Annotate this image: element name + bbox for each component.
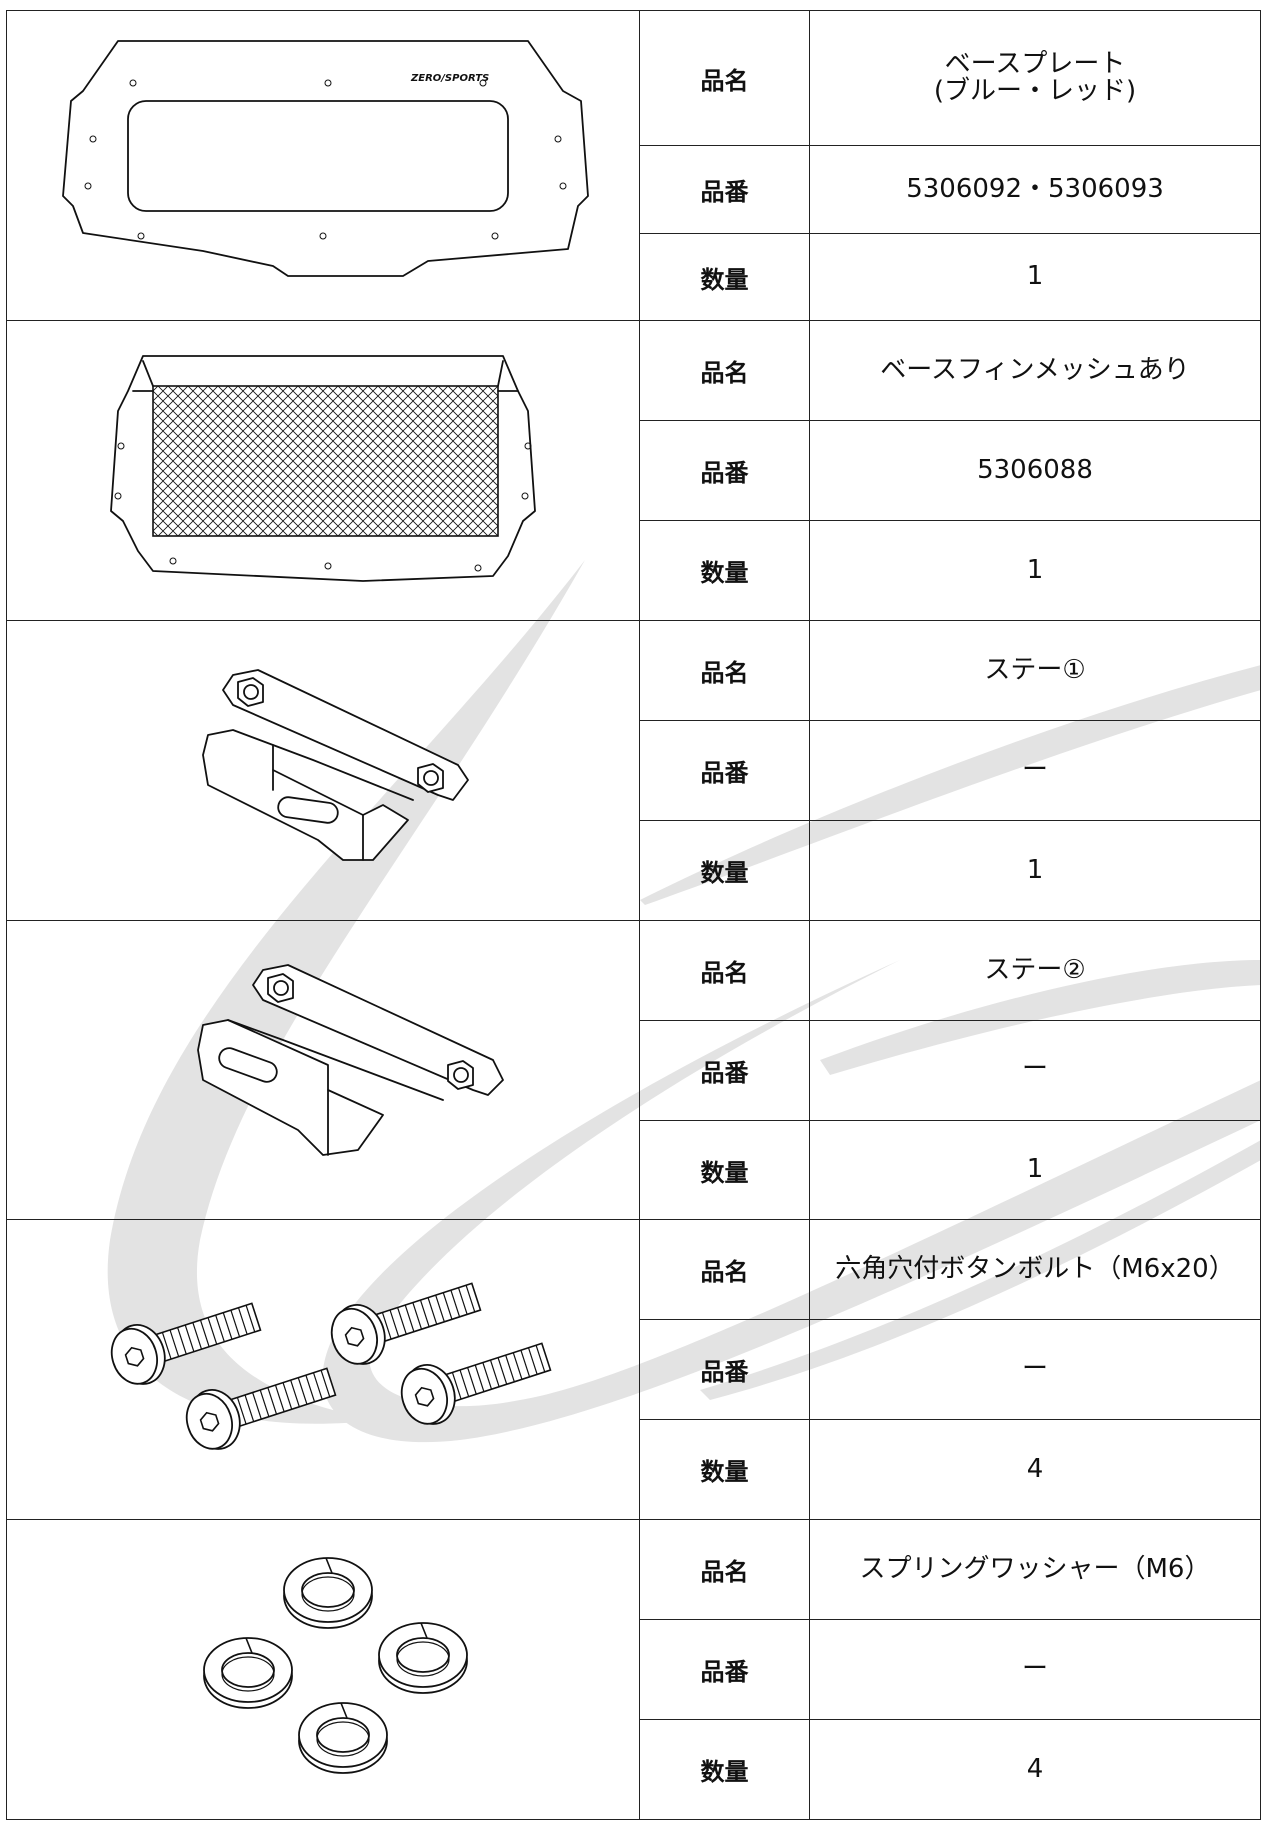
part-image-cell [6, 1519, 640, 1820]
base-fin-mesh-image [110, 354, 536, 582]
label-number: 品番 [639, 1319, 810, 1421]
part-name: 六角穴付ボタンボルト（M6x20） [809, 1219, 1261, 1321]
part-name: ベースプレート (ブルー・レッド) [809, 9, 1261, 147]
part-number: ー [809, 1319, 1261, 1421]
base-plate-image: ZERO/SPORTS [62, 39, 589, 277]
label-name: 品名 [639, 9, 810, 147]
table-row: 品番 ー [7, 1619, 1261, 1720]
part-qty: 1 [809, 819, 1261, 921]
part-qty: 1 [809, 1119, 1261, 1221]
part-image-cell: ZERO/SPORTS [6, 9, 640, 322]
part-qty: 1 [809, 520, 1261, 622]
part-qty: 1 [809, 232, 1261, 322]
table-row: 品番 5306092・5306093 [7, 145, 1261, 234]
label-qty: 数量 [639, 232, 810, 322]
label-number: 品番 [639, 1619, 810, 1720]
part-image-cell [6, 919, 640, 1221]
stay-1-image [202, 669, 469, 862]
table-row: 数量 4 [7, 1718, 1261, 1821]
part-qty: 4 [809, 1718, 1261, 1821]
label-number: 品番 [639, 420, 810, 522]
table-row: ZERO/SPORTS 品名 ベースプレート (ブルー・レッド) [6, 9, 1261, 322]
spring-washers-image [203, 1556, 468, 1774]
table-row: 品名 スプリングワッシャー（M6） [6, 1519, 1261, 1820]
stay-2-image [197, 964, 504, 1157]
table-row: 品名 ベースフィンメッシュあり [6, 320, 1261, 622]
table-row: 品名 ステー① [6, 620, 1261, 921]
label-qty: 数量 [639, 1718, 810, 1821]
table-row: 品名 六角穴付ボタンボルト（M6x20） [6, 1219, 1261, 1521]
parts-table: ZERO/SPORTS 品名 ベースプレート (ブルー・レッド) 品番 5306… [6, 9, 1261, 1821]
brand-logo-text: ZERO/SPORTS [410, 73, 489, 84]
label-name: 品名 [639, 1219, 810, 1321]
label-qty: 数量 [639, 1419, 810, 1521]
label-name: 品名 [639, 620, 810, 721]
part-name: ステー① [809, 620, 1261, 721]
label-number: 品番 [639, 719, 810, 821]
table-row: 品名 ステー② [6, 919, 1261, 1221]
part-number: ー [809, 1019, 1261, 1121]
label-qty: 数量 [639, 1119, 810, 1221]
part-qty: 4 [809, 1419, 1261, 1521]
part-name: ステー② [809, 919, 1261, 1021]
table-row: 数量 1 [7, 232, 1261, 322]
part-name: スプリングワッシャー（M6） [809, 1519, 1261, 1621]
part-number: 5306088 [809, 420, 1261, 522]
table-row: 品番 5306088 [7, 420, 1261, 522]
part-image-cell [6, 1219, 640, 1521]
label-number: 品番 [639, 1019, 810, 1121]
label-number: 品番 [639, 145, 810, 234]
part-number: 5306092・5306093 [809, 145, 1261, 234]
part-name: ベースフィンメッシュあり [809, 320, 1261, 422]
part-number: ー [809, 1619, 1261, 1720]
label-qty: 数量 [639, 819, 810, 921]
label-name: 品名 [639, 320, 810, 422]
part-image-cell [6, 320, 640, 622]
part-image-cell [6, 620, 640, 921]
hex-button-bolts-image [103, 1267, 557, 1458]
label-name: 品名 [639, 1519, 810, 1621]
label-name: 品名 [639, 919, 810, 1021]
part-number: ー [809, 719, 1261, 821]
table-row: 数量 1 [7, 520, 1261, 622]
label-qty: 数量 [639, 520, 810, 622]
